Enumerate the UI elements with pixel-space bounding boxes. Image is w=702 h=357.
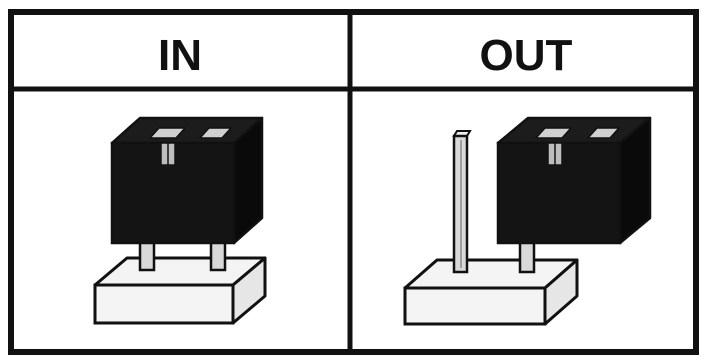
panel-title-out: OUT xyxy=(480,31,573,80)
diagram-frame xyxy=(8,9,699,355)
header-base-out xyxy=(403,258,579,326)
pin-out-exposed xyxy=(452,130,472,274)
panel-title-in: IN xyxy=(158,31,202,80)
pin-out-under-jumper xyxy=(518,238,536,274)
header-base-in xyxy=(93,256,267,325)
jumper-shunt-in xyxy=(110,116,264,245)
out-panel-illustration xyxy=(403,116,652,326)
jumper-shunt-out xyxy=(496,116,652,245)
in-panel-illustration xyxy=(93,116,267,325)
